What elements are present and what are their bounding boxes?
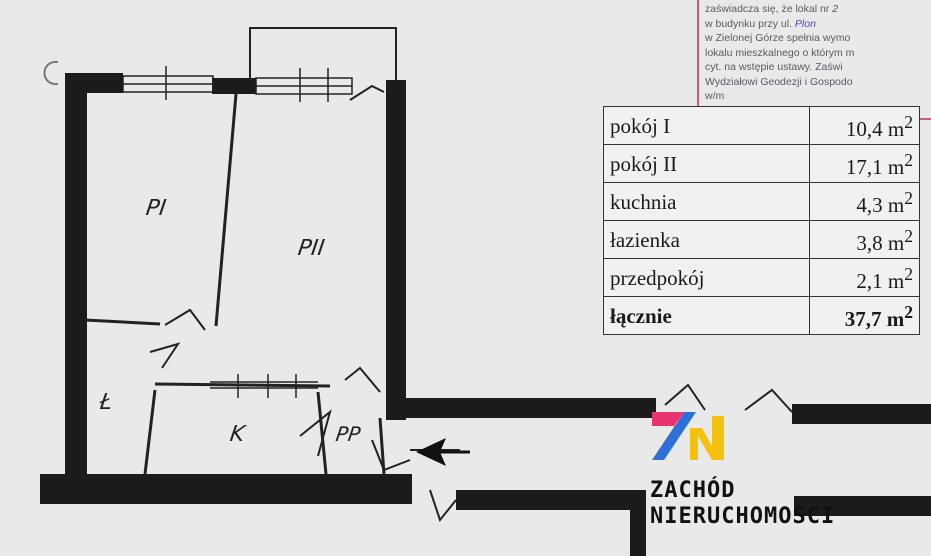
stamp-line: w Zielonej Górze spełnia wymo <box>705 32 851 44</box>
table-row: pokój II 17,1 m2 <box>603 144 920 183</box>
entry-arrow <box>416 438 446 466</box>
table-total-row: łącznie 37,7 m2 <box>603 296 920 335</box>
approval-stamp: zaświadcza się, że lokal nr 2 w budynku … <box>697 0 931 120</box>
table-row: przedpokój 2,1 m2 <box>603 258 920 297</box>
watermark-line-2: NIERUCHOMOŚCI <box>650 504 836 529</box>
stamp-line: w budynku przy ul. Plon <box>705 17 816 30</box>
room-label-pokoj-1: PI <box>144 196 168 221</box>
room-label-przedpokoj: PP <box>334 422 362 446</box>
table-row: pokój I 10,4 m2 <box>603 106 920 145</box>
table-row: łazienka 3,8 m2 <box>603 220 920 259</box>
watermark-line-1: ZACHÓD <box>650 478 736 503</box>
stamp-line: lokalu mieszkalnego o którym m <box>705 46 855 59</box>
stamp-line: Wydziałowi Geodezji i Gospodo <box>705 75 853 88</box>
area-table: pokój I 10,4 m2 pokój II 17,1 m2 kuchnia… <box>603 106 920 335</box>
brand-logo-icon <box>652 412 724 460</box>
room-label-pokoj-2: PII <box>296 236 327 261</box>
stamp-line: w/m <box>705 90 725 102</box>
outer-walls <box>40 73 931 556</box>
stamp-line: cyt. na wstępie ustawy. Zaświ <box>705 61 843 73</box>
stamp-line: zaświadcza się, że lokal nr 2 <box>705 3 839 15</box>
table-row: kuchnia 4,3 m2 <box>603 182 920 221</box>
